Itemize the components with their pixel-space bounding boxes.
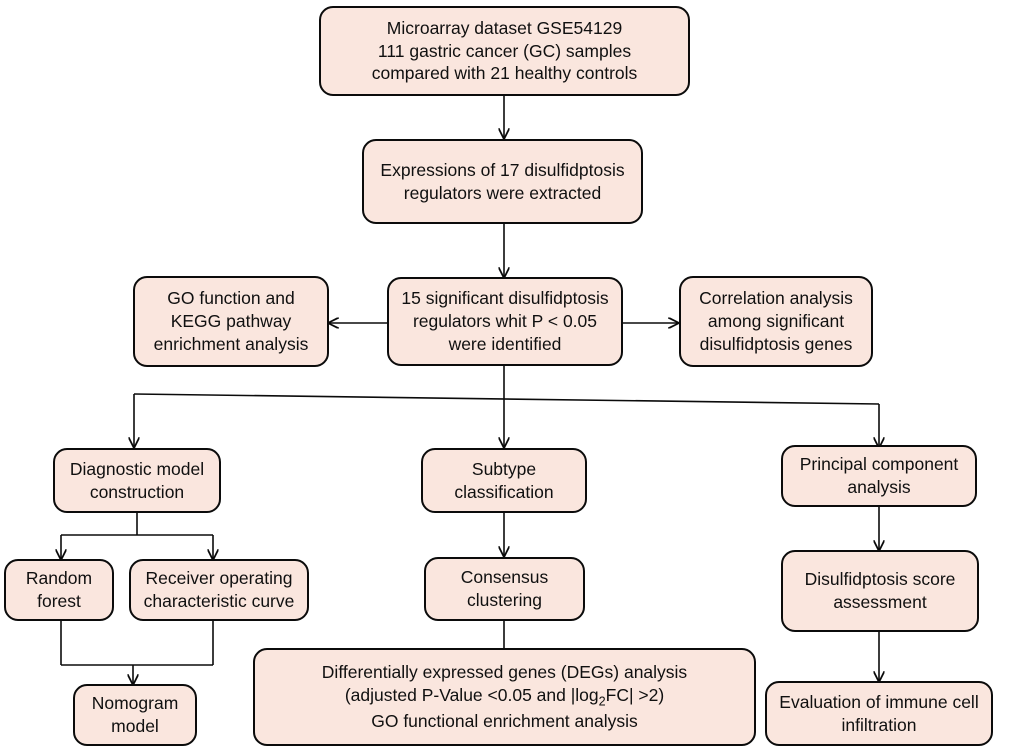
edge-distribution-bus [133, 393, 880, 405]
degs-line-3: GO functional enrichment analysis [371, 710, 638, 731]
node-nomogram-model-label: Nomogram model [91, 693, 179, 736]
node-diagnostic-model-label: Diagnostic model construction [69, 458, 205, 502]
node-disulfidptosis-score-label: Disulfidptosis score assessment [804, 569, 956, 612]
node-subtype-classification[interactable]: Subtype classification [421, 448, 587, 513]
node-diagnostic-model[interactable]: Diagnostic model construction [53, 448, 221, 513]
node-subtype-classification-label: Subtype classification [454, 458, 554, 502]
degs-line-1: Differentially expressed genes (DEGs) an… [321, 662, 688, 683]
node-disulfidptosis-score[interactable]: Disulfidptosis score assessment [781, 550, 979, 632]
degs-line-2-subscript: 2 [598, 694, 606, 709]
node-principal-component-analysis-label: Principal component analysis [799, 454, 959, 497]
node-immune-infiltration[interactable]: Evaluation of immune cell infiltration [765, 681, 993, 746]
node-significant-regulators[interactable]: 15 significant disulfidptosis regulators… [387, 277, 623, 366]
node-random-forest-label: Random forest [25, 568, 93, 611]
node-consensus-clustering[interactable]: Consensus clustering [424, 557, 585, 621]
node-roc-curve[interactable]: Receiver operating characteristic curve [129, 559, 309, 621]
node-go-kegg-enrichment[interactable]: GO function and KEGG pathway enrichment … [133, 276, 329, 367]
node-degs-analysis[interactable]: Differentially expressed genes (DEGs) an… [253, 648, 756, 746]
node-significant-regulators-label: 15 significant disulfidptosis regulators… [401, 288, 609, 354]
node-expressions[interactable]: Expressions of 17 disulfidptosis regulat… [362, 139, 643, 224]
node-immune-infiltration-label: Evaluation of immune cell infiltration [779, 691, 979, 735]
node-random-forest[interactable]: Random forest [4, 559, 114, 621]
degs-line-2-prefix: (adjusted P-Value <0.05 and |log [344, 685, 599, 706]
node-go-kegg-enrichment-label: GO function and KEGG pathway enrichment … [153, 288, 309, 354]
node-nomogram-model[interactable]: Nomogram model [73, 684, 197, 746]
node-roc-curve-label: Receiver operating characteristic curve [143, 568, 295, 611]
node-expressions-label: Expressions of 17 disulfidptosis regulat… [380, 159, 625, 203]
node-degs-analysis-label: Differentially expressed genes (DEGs) an… [255, 661, 754, 732]
degs-line-2-suffix: FC| >2) [605, 685, 665, 706]
node-dataset[interactable]: Microarray dataset GSE54129 111 gastric … [319, 6, 690, 96]
node-dataset-label: Microarray dataset GSE54129 111 gastric … [371, 17, 638, 84]
node-correlation-analysis-label: Correlation analysis among significant d… [699, 288, 853, 354]
node-principal-component-analysis[interactable]: Principal component analysis [781, 445, 977, 507]
node-correlation-analysis[interactable]: Correlation analysis among significant d… [679, 276, 873, 367]
node-consensus-clustering-label: Consensus clustering [460, 567, 549, 610]
